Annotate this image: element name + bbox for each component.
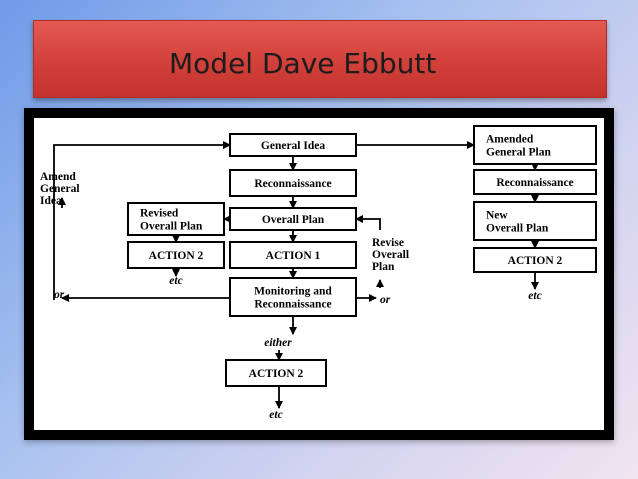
node-box-general-idea — [229, 133, 357, 157]
node-label-action-2-right: ACTION 2 — [508, 255, 563, 267]
node-label-revised-overall-plan: Overall Plan — [140, 221, 203, 233]
node-box-action-2-bottom — [225, 359, 327, 387]
label-or-right: or — [380, 294, 391, 306]
node-label-new-overall-plan: Overall Plan — [486, 223, 549, 235]
node-general-idea: General Idea — [229, 133, 357, 157]
label-amend-general-idea: General — [40, 183, 80, 195]
node-box-revised-overall-plan — [127, 202, 225, 236]
node-box-reconnaissance-1 — [229, 169, 357, 197]
node-label-amended-general-plan: General Plan — [486, 147, 551, 159]
label-amend-general-idea: Idea — [40, 195, 62, 207]
label-amend-general-idea: Amend — [40, 171, 76, 183]
title-banner: Model Dave Ebbutt — [33, 20, 607, 98]
node-label-action-1: ACTION 1 — [266, 250, 321, 262]
node-box-amended-general-plan — [473, 125, 597, 165]
node-action-2-right: ACTION 2 — [473, 247, 597, 273]
node-label-amended-general-plan: Amended — [486, 134, 534, 146]
node-action-2-left: ACTION 2 — [127, 241, 225, 269]
node-label-overall-plan: Overall Plan — [262, 214, 325, 226]
node-box-new-overall-plan — [473, 201, 597, 241]
label-etc-left: etc — [169, 275, 182, 287]
node-box-monitoring — [229, 277, 357, 317]
label-or-left: or — [54, 289, 65, 301]
edge-amend-up — [53, 141, 231, 300]
node-label-reconnaissance-1: Reconnaissance — [254, 178, 331, 190]
node-label-general-idea: General Idea — [261, 140, 325, 152]
node-label-action-2-left: ACTION 2 — [149, 250, 204, 262]
label-revise-overall-plan: Plan — [372, 261, 395, 273]
label-etc-bottom: etc — [269, 409, 282, 421]
node-box-overall-plan — [229, 207, 357, 231]
node-box-action-1 — [229, 241, 357, 269]
node-box-action-2-left — [127, 241, 225, 269]
node-label-new-overall-plan: New — [486, 210, 508, 222]
node-label-revised-overall-plan: Revised — [140, 208, 179, 220]
edge-revise-into-plan — [355, 215, 381, 230]
node-overall-plan: Overall Plan — [229, 207, 357, 231]
node-reconnaissance-2: Reconnaissance — [473, 169, 597, 195]
node-reconnaissance-1: Reconnaissance — [229, 169, 357, 197]
edges — [53, 141, 539, 409]
node-action-1: ACTION 1 — [229, 241, 357, 269]
label-revise-overall-plan: Overall — [372, 249, 409, 261]
label-either: either — [264, 337, 292, 349]
label-revise-overall-plan: Revise — [372, 237, 404, 249]
node-label-monitoring: Reconnaissance — [254, 299, 331, 311]
node-label-reconnaissance-2: Reconnaissance — [496, 177, 573, 189]
node-label-action-2-bottom: ACTION 2 — [249, 368, 304, 380]
node-action-2-bottom: ACTION 2 — [225, 359, 327, 387]
slide-title: Model Dave Ebbutt — [169, 47, 437, 80]
node-box-action-2-right — [473, 247, 597, 273]
node-box-reconnaissance-2 — [473, 169, 597, 195]
node-label-monitoring: Monitoring and — [254, 286, 332, 298]
label-etc-right: etc — [528, 290, 541, 302]
